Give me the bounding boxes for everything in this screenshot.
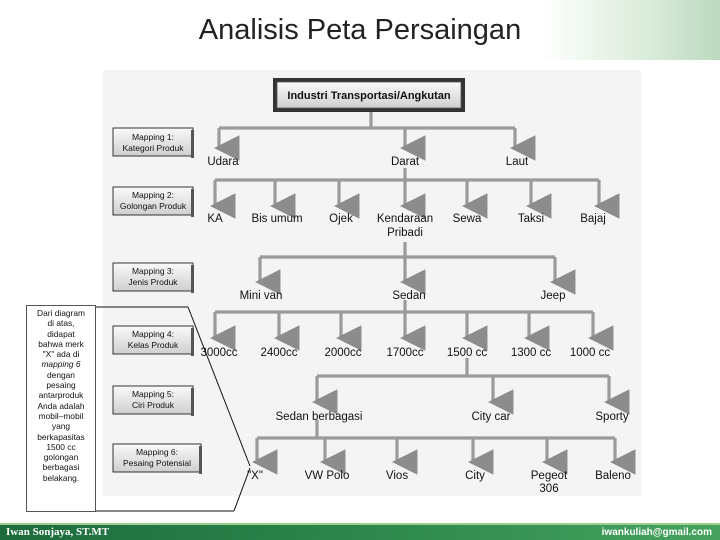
- node-bis-umum: Bis umum: [251, 213, 302, 225]
- node-pribadi: Pribadi: [387, 227, 423, 239]
- node-sewa: Sewa: [453, 213, 482, 225]
- svg-text:Mapping 3:: Mapping 3:: [132, 266, 174, 276]
- svg-text:Mapping 4:: Mapping 4:: [132, 329, 174, 339]
- node-sedan: Sedan: [392, 290, 425, 302]
- explanation-note: Dari diagram di atas, didapat bahwa merk…: [26, 305, 96, 512]
- svg-text:Mapping 6:: Mapping 6:: [136, 447, 178, 457]
- level-3-labels: Mini van Sedan Jeep: [240, 290, 566, 302]
- level-6-labels: "X" VW Polo Vios City Pegeot 306 Baleno: [247, 470, 631, 495]
- mapping-box-2: Mapping 2: Golongan Produk: [112, 186, 194, 217]
- footer-email: iwankuliah@gmail.com: [601, 527, 712, 538]
- level-2-labels: KA Bis umum Ojek Kendaraan Pribadi Sewa …: [207, 213, 605, 239]
- node-baleno: Baleno: [595, 470, 631, 482]
- header-decoration: [540, 0, 720, 60]
- node-city: City: [465, 470, 485, 482]
- node-sporty: Sporty: [595, 411, 628, 423]
- node-x: "X": [247, 470, 263, 482]
- node-laut: Laut: [506, 156, 529, 168]
- node-2400cc: 2400cc: [260, 347, 297, 359]
- mapping-box-4: Mapping 4: Kelas Produk: [112, 325, 194, 356]
- footer-author: Iwan Sonjaya, ST.MT: [6, 526, 110, 538]
- root-label: Industri Transportasi/Angkutan: [287, 90, 450, 102]
- mapping-box-1: Mapping 1: Kategori Produk: [112, 127, 194, 158]
- node-vios: Vios: [386, 470, 408, 482]
- node-ka: KA: [207, 213, 223, 225]
- node-1000cc: 1000 cc: [570, 347, 611, 359]
- node-darat: Darat: [391, 156, 420, 168]
- node-mini-van: Mini van: [240, 290, 283, 302]
- node-2000cc: 2000cc: [324, 347, 361, 359]
- node-vw-polo: VW Polo: [305, 470, 350, 482]
- root-box: Industri Transportasi/Angkutan: [273, 78, 465, 112]
- level-1-labels: Udara Darat Laut: [207, 156, 529, 168]
- tree-connectors: [209, 112, 636, 475]
- mapping-box-6: Mapping 6: Pesaing Potensial: [112, 443, 202, 474]
- diagram-canvas: Industri Transportasi/Angkutan: [112, 78, 636, 495]
- node-1700cc: 1700cc: [386, 347, 423, 359]
- node-bajaj: Bajaj: [580, 213, 606, 225]
- node-taksi: Taksi: [518, 213, 544, 225]
- competition-map-diagram: Industri Transportasi/Angkutan: [103, 70, 641, 496]
- svg-text:Ciri Produk: Ciri Produk: [132, 400, 175, 410]
- node-jeep: Jeep: [541, 290, 566, 302]
- node-3000cc: 3000cc: [200, 347, 237, 359]
- mapping-box-5: Mapping 5: Ciri Produk: [112, 385, 194, 416]
- footer-bar: Iwan Sonjaya, ST.MT iwankuliah@gmail.com: [0, 523, 720, 540]
- node-306: 306: [539, 483, 558, 495]
- level-5-labels: Sedan berbagasi City car Sporty: [276, 411, 629, 423]
- node-pegeot: Pegeot: [531, 470, 568, 482]
- svg-text:Jenis Produk: Jenis Produk: [128, 277, 178, 287]
- node-1500cc: 1500 cc: [447, 347, 488, 359]
- node-city-car: City car: [472, 411, 511, 423]
- mapping-box-3: Mapping 3: Jenis Produk: [112, 262, 194, 293]
- svg-text:Kategori Produk: Kategori Produk: [123, 143, 185, 153]
- node-1300cc: 1300 cc: [511, 347, 552, 359]
- svg-text:Mapping 1:: Mapping 1:: [132, 132, 174, 142]
- svg-text:Mapping 2:: Mapping 2:: [132, 190, 174, 200]
- svg-text:Golongan Produk: Golongan Produk: [120, 201, 187, 211]
- node-sedan-berbagasi: Sedan berbagasi: [276, 411, 363, 423]
- node-kendaraan: Kendaraan: [377, 213, 433, 225]
- node-ojek: Ojek: [329, 213, 353, 225]
- page-title: Analisis Peta Persaingan: [198, 14, 522, 46]
- svg-text:Pesaing Potensial: Pesaing Potensial: [123, 458, 191, 468]
- node-udara: Udara: [207, 156, 239, 168]
- svg-text:Kelas Produk: Kelas Produk: [128, 340, 179, 350]
- level-4-labels: 3000cc 2400cc 2000cc 1700cc 1500 cc 1300…: [200, 347, 610, 359]
- svg-text:Mapping 5:: Mapping 5:: [132, 389, 174, 399]
